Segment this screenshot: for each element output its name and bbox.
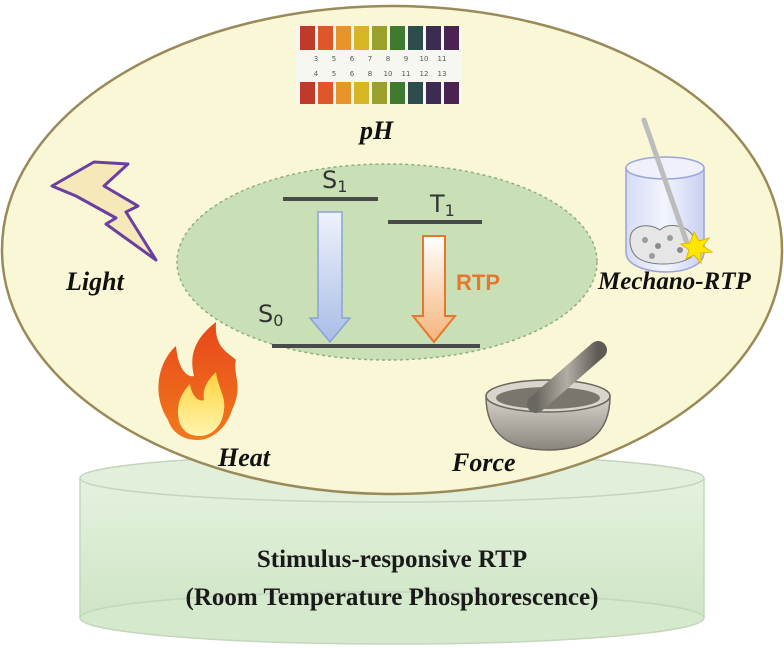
pedestal	[79, 453, 705, 645]
rtp-label: RTP	[456, 270, 500, 295]
inner-ellipse	[176, 163, 598, 361]
ph-number-top: 8	[386, 55, 390, 63]
ph-number-bottom: 10	[384, 70, 393, 78]
ph-swatch-bottom	[372, 82, 387, 104]
ph-swatch-bottom	[318, 82, 333, 104]
fluorescence-arrow	[308, 211, 352, 344]
ph-number-top: 9	[404, 55, 408, 63]
ph-number-bottom: 4	[314, 70, 319, 78]
ph-swatch-bottom	[408, 82, 423, 104]
ph-number-top: 6	[350, 55, 355, 63]
ph-strip: 3 5 6 7 8 9 10 11 4 5 6 8 10 11 12 13	[296, 26, 462, 104]
ph-number-bottom: 6	[350, 70, 355, 78]
ph-number-bottom: 5	[332, 70, 336, 78]
caption-line-2: (Room Temperature Phosphorescence)	[185, 584, 599, 611]
ph-swatch-top	[336, 26, 351, 50]
mechano-rtp-label: Mechano-RTP	[598, 268, 751, 295]
ph-number-top: 5	[332, 55, 336, 63]
ph-number-bottom: 12	[420, 70, 429, 78]
ph-swatch-top	[318, 26, 333, 50]
mortar-pestle-icon	[485, 341, 611, 451]
ph-swatch-top	[372, 26, 387, 50]
ph-number-bottom: 8	[368, 70, 372, 78]
ph-number-bottom: 13	[438, 70, 447, 78]
ph-number-top: 10	[420, 55, 429, 63]
force-label: Force	[452, 448, 516, 477]
beaker-icon	[625, 117, 714, 273]
ph-swatch-bottom	[300, 82, 315, 104]
ph-label: pH	[360, 116, 394, 145]
ph-swatch-bottom	[390, 82, 405, 104]
ph-swatch-top	[390, 26, 405, 50]
ph-swatch-top	[444, 26, 459, 50]
s1-state-label: S1	[322, 166, 348, 196]
ph-swatch-bottom	[444, 82, 459, 104]
ph-swatch-top	[408, 26, 423, 50]
ph-swatch-top	[300, 26, 315, 50]
ph-number-top: 11	[438, 55, 447, 63]
ph-number-top: 3	[314, 55, 318, 63]
ph-swatch-top	[354, 26, 369, 50]
light-label: Light	[66, 267, 124, 296]
flame-icon	[158, 322, 238, 440]
rtp-arrow	[410, 235, 458, 344]
ph-swatch-top	[426, 26, 441, 50]
ph-number-bottom: 11	[402, 70, 411, 78]
s0-state-label: S0	[258, 300, 284, 330]
ph-swatch-bottom	[336, 82, 351, 104]
ph-number-top: 7	[368, 55, 372, 63]
heat-label: Heat	[218, 443, 270, 472]
t1-state-label: T1	[430, 190, 455, 220]
ph-swatch-bottom	[354, 82, 369, 104]
caption-line-1: Stimulus-responsive RTP	[256, 546, 528, 573]
lightning-icon	[50, 160, 158, 262]
ph-swatch-bottom	[426, 82, 441, 104]
